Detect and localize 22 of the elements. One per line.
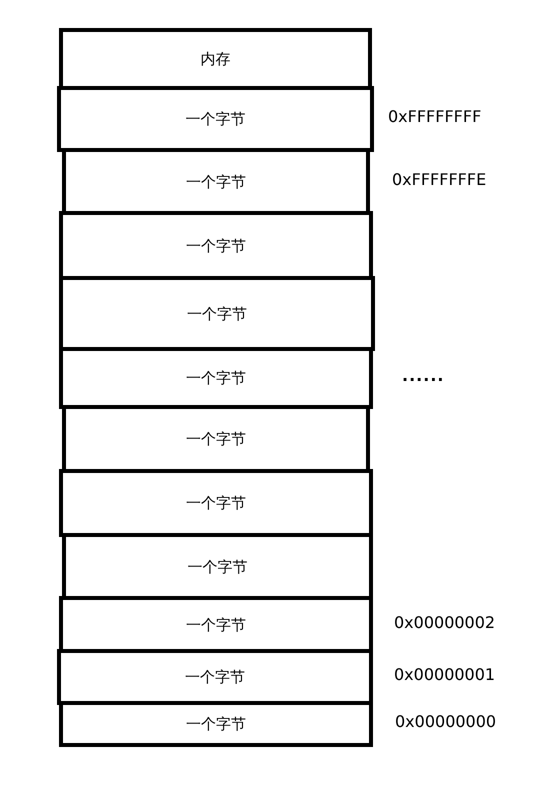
address-label: 0xFFFFFFFE (392, 170, 486, 190)
cell-text: 一个字节 (186, 369, 246, 387)
cell-text: 一个字节 (186, 172, 246, 190)
cell-text: 一个字节 (186, 715, 246, 733)
header-text: 内存 (200, 50, 230, 68)
address-label: 0xFFFFFFFF (388, 107, 482, 127)
address-label: 0x00000001 (394, 665, 496, 685)
address-label: 0x00000002 (394, 612, 496, 632)
cell-text: 一个字节 (186, 616, 246, 634)
cell-text: 一个字节 (187, 304, 247, 322)
cell-text: 一个字节 (186, 110, 246, 128)
ellipsis: ...... (402, 366, 444, 386)
cell-text: 一个字节 (186, 236, 246, 254)
cell-text: 一个字节 (186, 430, 246, 448)
memory-cell (59, 469, 373, 537)
address-label: 0x00000000 (395, 712, 496, 732)
memory-cell (59, 276, 375, 351)
cell-text: 一个字节 (185, 668, 245, 686)
cell-text: 一个字节 (188, 558, 248, 576)
memory-cell (57, 649, 373, 705)
memory-cell (57, 86, 374, 152)
cell-text: 一个字节 (186, 494, 246, 512)
